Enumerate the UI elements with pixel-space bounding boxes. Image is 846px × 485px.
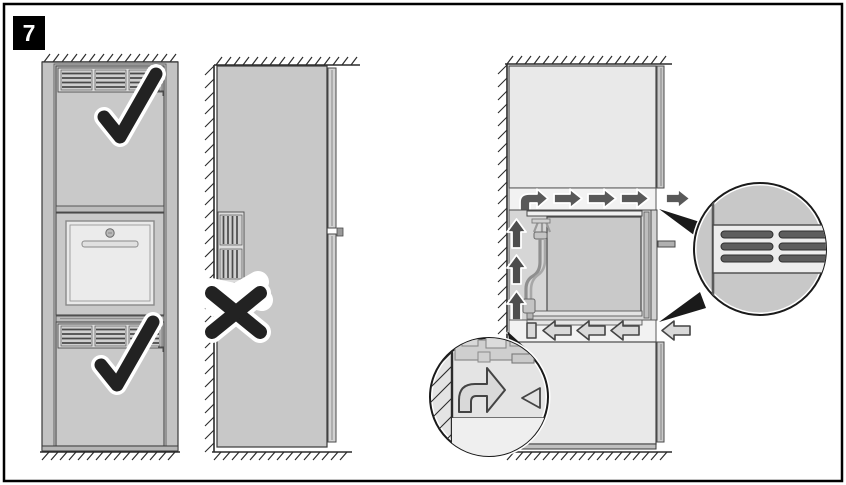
airflow-arrow-left-entry (661, 320, 691, 341)
step-number-badge: 7 (13, 16, 45, 50)
cable-bundle (522, 218, 552, 320)
appliance-bottom-shelf (526, 310, 643, 317)
callout-leader-upper-bottom (659, 292, 706, 322)
airflow-arrow-right-3 (620, 188, 650, 209)
airflow-inlet-curved-arrow (458, 367, 506, 413)
airflow-arrow-right-exit (665, 188, 691, 209)
airflow-arrow-left-1 (542, 320, 572, 341)
floor-hatch-middle (212, 451, 352, 461)
airflow-arrow-up-3 (506, 290, 527, 321)
appliance-door-edge-mid (650, 209, 658, 321)
airflow-arrow-right-2 (587, 188, 617, 209)
appliance-inner-body (546, 216, 642, 316)
airflow-top-row (519, 188, 691, 213)
panel-airflow-section (427, 55, 829, 461)
airflow-arrow-up-1 (506, 218, 527, 249)
ceiling-hatch-middle (214, 56, 360, 66)
upper-cabinet-section (508, 65, 657, 189)
cabinet-plinth (41, 445, 179, 452)
appliance-right-rail (643, 211, 650, 319)
panel-correct-front (40, 53, 180, 461)
lower-cabinet-door-edge (656, 341, 665, 443)
checkmark-lower-icon (91, 312, 163, 395)
airflow-arrow-left-3 (610, 320, 640, 341)
door-latch (336, 227, 344, 237)
ceiling-hatch-right (505, 55, 672, 65)
door-handle (81, 240, 139, 248)
cross-mark-icon (200, 271, 273, 343)
airflow-chevron-left (521, 387, 541, 409)
airflow-bottom-row (526, 320, 691, 341)
vent-grille-top (57, 67, 164, 96)
callout-vent-grille (691, 180, 829, 318)
upper-divider (55, 205, 165, 213)
lower-cabinet-plinth (508, 443, 657, 450)
rear-wall-hatch (204, 65, 215, 453)
floor-hatch-left (40, 451, 180, 461)
panel-incorrect-side (200, 56, 360, 461)
airflow-arrow-right-1 (553, 188, 583, 209)
floor-hatch-right (505, 451, 672, 461)
airflow-inlet-stub (526, 322, 537, 339)
checkmark-upper-icon (94, 64, 166, 147)
upper-cabinet-door-edge (656, 65, 665, 189)
appliance-connector-stub (657, 240, 676, 248)
appliance-top-shelf (526, 210, 643, 217)
callout-leader-upper-top (659, 209, 700, 238)
airflow-arrow-elbow (519, 188, 549, 213)
airflow-arrow-up-2 (506, 254, 527, 285)
airflow-arrow-left-2 (576, 320, 606, 341)
